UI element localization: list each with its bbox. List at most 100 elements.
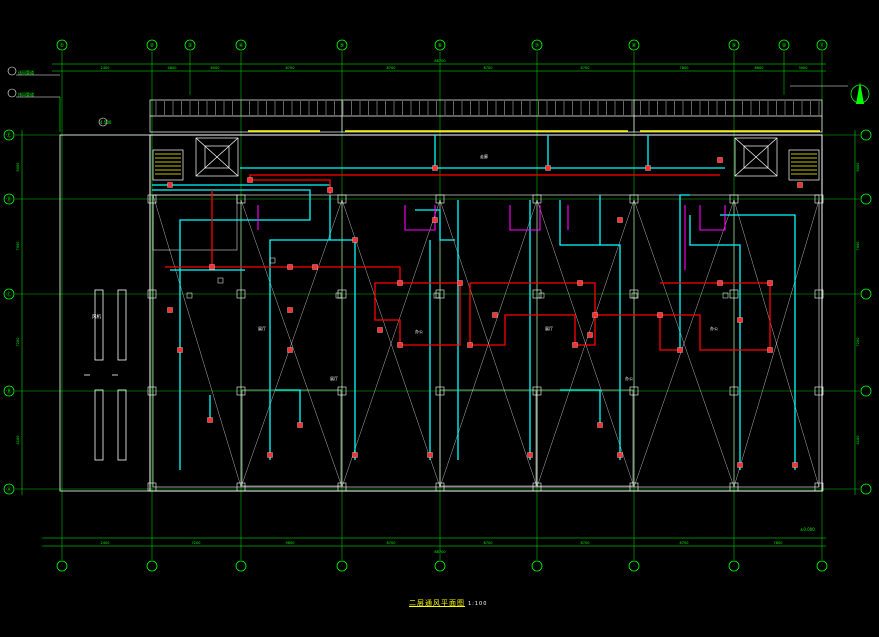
diffuser-marker	[587, 332, 593, 338]
dim-left-3: 7200	[16, 338, 20, 347]
dim-bottom-seg-4: 8700	[387, 541, 396, 545]
diffuser-marker	[297, 422, 303, 428]
ceiling-markers	[186, 257, 729, 299]
structural-column	[629, 386, 639, 396]
dim-right-4: 4100	[856, 436, 860, 445]
axis-label-col-3: ③	[188, 43, 192, 49]
structural-column	[814, 194, 824, 204]
structural-column	[814, 482, 824, 492]
diffuser-marker	[767, 347, 773, 353]
legend-2: 排风管道	[18, 91, 34, 97]
diffuser-marker	[677, 347, 683, 353]
dim-bottom-seg-6: 8700	[581, 541, 590, 545]
dim-top-seg-7: 8700	[581, 66, 590, 70]
axis-label-col-2: ②	[150, 43, 155, 49]
level-top: 4.500	[100, 120, 112, 125]
structural-column	[435, 194, 445, 204]
structural-columns	[147, 194, 824, 492]
room-partitions	[152, 194, 820, 488]
bottom-axis-bubbles	[56, 560, 828, 572]
diffuser-markers	[167, 157, 803, 468]
structural-column	[337, 194, 347, 204]
north-arrow-icon	[850, 82, 870, 104]
dim-bottom-seg-7: 8700	[680, 541, 689, 545]
structural-column	[147, 289, 157, 299]
dim-top-seg-9: 6600	[755, 66, 764, 70]
structural-column	[435, 289, 445, 299]
structural-column	[729, 482, 739, 492]
axis-label-row-c: Ⓒ	[6, 291, 11, 298]
structural-column	[435, 482, 445, 492]
dim-top-seg-1: 2400	[101, 66, 110, 70]
diffuser-marker	[352, 237, 358, 243]
axis-label-col-10: ⑩	[782, 43, 787, 49]
structural-column	[337, 289, 347, 299]
diffuser-marker	[352, 452, 358, 458]
diffuser-marker	[167, 307, 173, 313]
room-label-2: 办公	[415, 328, 423, 334]
structural-column	[337, 386, 347, 396]
structural-column	[435, 386, 445, 396]
diffuser-marker	[737, 317, 743, 323]
structural-column	[236, 386, 246, 396]
diffuser-marker	[397, 280, 403, 286]
core-right	[734, 137, 820, 181]
diffuser-marker	[717, 280, 723, 286]
dim-top-seg-5: 8700	[387, 66, 396, 70]
diffuser-marker	[617, 217, 623, 223]
dim-right-1: 6000	[856, 163, 860, 172]
dim-top-seg-10: 3900	[799, 66, 808, 70]
dim-top-seg-4: 8700	[286, 66, 295, 70]
diffuser-marker	[287, 347, 293, 353]
axis-label-col-6: ⑥	[438, 43, 443, 49]
level-bottom: ±0.000	[800, 527, 815, 532]
drawing-scale: 1:100	[468, 601, 488, 607]
diffuser-marker	[597, 422, 603, 428]
top-axis-bubbles	[56, 39, 828, 51]
balcony-rail-ticks	[155, 101, 820, 115]
diffuser-marker	[767, 280, 773, 286]
dim-bottom-seg-3: 9600	[286, 541, 295, 545]
diffuser-marker	[267, 452, 273, 458]
room-label-6: 展厅	[330, 375, 338, 381]
diffuser-marker	[377, 327, 383, 333]
axis-label-col-4: ④	[239, 43, 244, 49]
axis-label-col-1: ①	[60, 43, 65, 49]
diffuser-marker	[797, 182, 803, 188]
axis-label-col-9: ⑨	[732, 43, 736, 49]
structural-column	[629, 194, 639, 204]
structural-column	[532, 386, 542, 396]
dim-bottom-seg-8: 7800	[774, 541, 783, 545]
dim-top-total: 88700	[434, 59, 445, 63]
structural-column	[147, 194, 157, 204]
structural-column	[147, 386, 157, 396]
diffuser-marker	[427, 452, 433, 458]
room-label-5: 走廊	[480, 153, 488, 159]
main-building-outline	[149, 134, 823, 492]
structural-column	[236, 194, 246, 204]
top-balcony-band	[149, 99, 823, 133]
legend-symbols	[7, 66, 108, 132]
axis-label-col-5: ⑤	[340, 43, 344, 49]
dimension-lines	[21, 63, 856, 547]
diffuser-marker	[792, 462, 798, 468]
dim-bottom-seg-1: 2400	[101, 541, 110, 545]
structural-column	[532, 289, 542, 299]
diffuser-marker	[457, 280, 463, 286]
diffuser-marker	[492, 312, 498, 318]
diffuser-marker	[645, 165, 651, 171]
diffuser-marker	[177, 347, 183, 353]
core-left	[152, 137, 239, 181]
diffuser-marker	[592, 312, 598, 318]
dim-right-3: 7200	[856, 338, 860, 347]
room-label-4: 办公	[710, 325, 718, 331]
diffuser-marker	[287, 264, 293, 270]
dim-left-1: 6000	[16, 163, 20, 172]
diffuser-marker	[327, 187, 333, 193]
axis-label-row-e: Ⓔ	[6, 132, 11, 139]
dim-top-seg-3: 6000	[211, 66, 220, 70]
legend-1: 送风管道	[18, 69, 34, 75]
room-label-7: 办公	[625, 375, 633, 381]
